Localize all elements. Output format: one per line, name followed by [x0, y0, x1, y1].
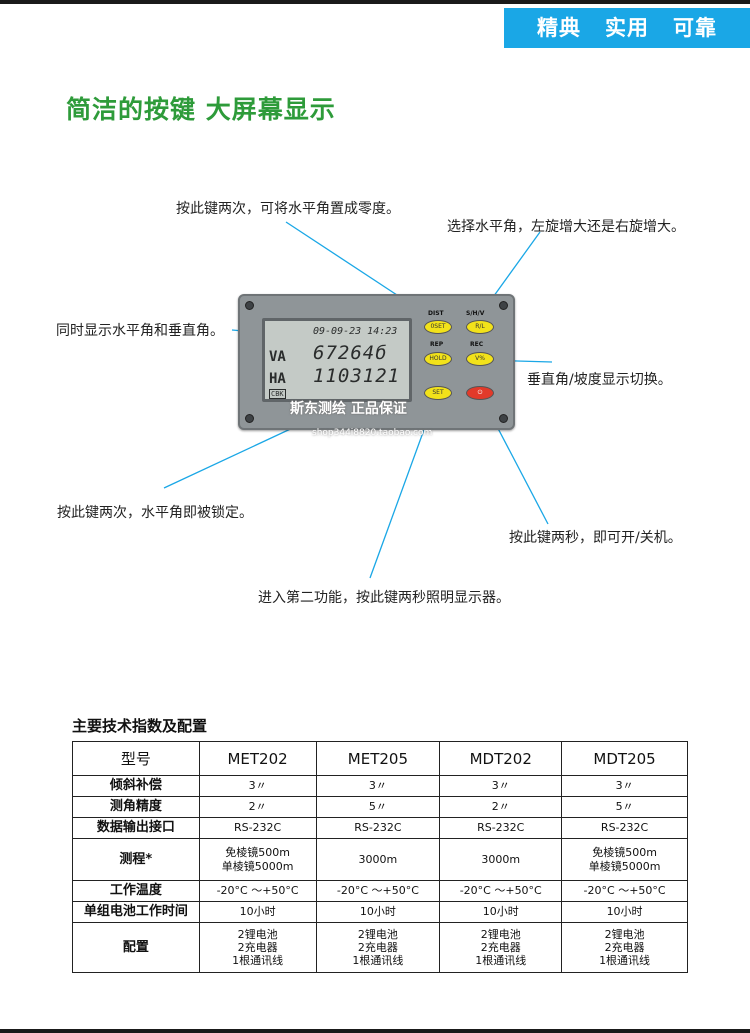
spec-header-model: MET202 — [198, 741, 317, 776]
lcd-ha-label: HA — [269, 371, 286, 387]
lcd-screen: 09-09-23 14:23 VA 67264б HA 1103121 CBK — [262, 318, 412, 402]
spec-cell: 10小时 — [198, 901, 317, 923]
lcd-datetime: 09-09-23 14:23 — [313, 326, 398, 337]
spec-row-label: 倾斜补偿 — [72, 775, 200, 797]
spec-cell: 2锂电池 2充电器 1根通讯线 — [439, 922, 563, 973]
spec-cell: RS-232C — [315, 817, 441, 839]
spec-cell: 10小时 — [561, 901, 688, 923]
annotation-display-both: 同时显示水平角和垂直角。 — [56, 323, 224, 339]
spec-cell: 3〃 — [439, 775, 563, 797]
theodolite-panel: 09-09-23 14:23 VA 67264б HA 1103121 CBK … — [238, 294, 515, 430]
spec-cell: 3〃 — [561, 775, 688, 797]
spec-row-label: 数据输出接口 — [72, 817, 200, 839]
spec-row-label: 配置 — [72, 922, 200, 973]
screw — [499, 301, 508, 310]
screw — [245, 414, 254, 423]
power-button[interactable]: ⏻ — [466, 386, 494, 400]
battery-icon: CBK — [269, 389, 286, 399]
spec-cell: 3〃 — [315, 775, 441, 797]
spec-row-label: 单组电池工作时间 — [72, 901, 200, 923]
slogan-banner: 精典实用可靠 — [504, 8, 750, 48]
bottom-rule — [0, 1029, 750, 1033]
annotation-rotation: 选择水平角，左旋增大还是右旋增大。 — [447, 219, 685, 235]
annotation-lock: 按此键两次，水平角即被锁定。 — [57, 505, 253, 521]
spec-cell: -20°C ～+50°C — [198, 880, 317, 902]
spec-cell: 10小时 — [315, 901, 441, 923]
page-headline: 简洁的按键 大屏幕显示 — [66, 95, 336, 124]
annotation-zero-set: 按此键两次，可将水平角置成零度。 — [176, 201, 400, 217]
spec-row-label: 测程* — [72, 838, 200, 881]
spec-cell: 2〃 — [439, 796, 563, 818]
slogan-2: 实用 — [605, 16, 649, 40]
spec-title: 主要技术指数及配置 — [72, 717, 208, 735]
spec-cell: 2锂电池 2充电器 1根通讯线 — [315, 922, 441, 973]
annotation-second-function: 进入第二功能，按此键两秒照明显示器。 — [258, 590, 510, 606]
spec-header-model: MDT205 — [561, 741, 688, 776]
spec-cell: RS-232C — [439, 817, 563, 839]
lcd-va-value: 67264б — [313, 342, 388, 364]
label-dist: DIST — [428, 310, 444, 317]
spec-cell: 2锂电池 2充电器 1根通讯线 — [561, 922, 688, 973]
top-rule — [0, 0, 750, 4]
shop-watermark: 斯东测绘 正品保证 — [290, 401, 407, 417]
spec-cell: 3000m — [439, 838, 563, 881]
label-shv: S/H/V — [466, 310, 485, 317]
annotation-vertical-toggle: 垂直角/坡度显示切换。 — [527, 372, 672, 388]
rotation-button[interactable]: R/L — [466, 320, 494, 334]
zero-set-button[interactable]: 0SET — [424, 320, 452, 334]
hold-button[interactable]: HOLD — [424, 352, 452, 366]
spec-cell: -20°C ～+50°C — [315, 880, 441, 902]
spec-cell: 5〃 — [315, 796, 441, 818]
spec-cell: 5〃 — [561, 796, 688, 818]
spec-cell: 3〃 — [198, 775, 317, 797]
spec-row-label: 测角精度 — [72, 796, 200, 818]
spec-header-model: MDT202 — [439, 741, 563, 776]
spec-cell: 10小时 — [439, 901, 563, 923]
spec-cell: 2锂电池 2充电器 1根通讯线 — [198, 922, 317, 973]
lcd-va-label: VA — [269, 349, 286, 365]
screw — [499, 414, 508, 423]
spec-header-label: 型号 — [72, 741, 200, 776]
slogan-3: 可靠 — [673, 16, 717, 40]
spec-cell: 免棱镜500m 单棱镜5000m — [198, 838, 317, 881]
annotation-power: 按此键两秒，即可开/关机。 — [509, 530, 682, 546]
spec-row-label: 工作温度 — [72, 880, 200, 902]
spec-cell: 3000m — [315, 838, 441, 881]
spec-cell: -20°C ～+50°C — [561, 880, 688, 902]
vertical-toggle-button[interactable]: V% — [466, 352, 494, 366]
spec-cell: 免棱镜500m 单棱镜5000m — [561, 838, 688, 881]
spec-cell: -20°C ～+50°C — [439, 880, 563, 902]
label-rep: REP — [430, 341, 444, 348]
spec-row: 工作温度-20°C ～+50°C-20°C ～+50°C-20°C ～+50°C… — [72, 880, 688, 902]
label-rec: REC — [470, 341, 484, 348]
spec-header-model: MET205 — [315, 741, 441, 776]
spec-cell: RS-232C — [561, 817, 688, 839]
spec-cell: RS-232C — [198, 817, 317, 839]
lcd-ha-value: 1103121 — [313, 365, 401, 387]
function-button[interactable]: SET — [424, 386, 452, 400]
shop-watermark-url: shop344i8820.taobao.com — [312, 428, 433, 438]
spec-cell: 2〃 — [198, 796, 317, 818]
screw — [245, 301, 254, 310]
slogan-1: 精典 — [537, 16, 581, 40]
